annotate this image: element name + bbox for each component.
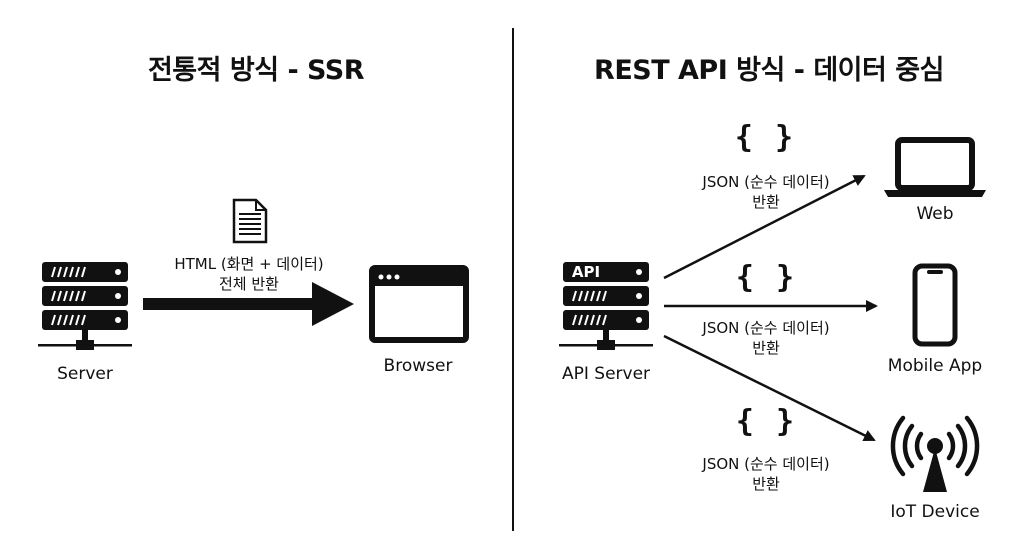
json-arrows — [663, 174, 878, 442]
caption-line-1: JSON (순수 데이터) — [702, 319, 830, 337]
html-response-caption: HTML (화면 + 데이터) 전체 반환 — [174, 254, 323, 294]
browser-window-icon — [369, 265, 469, 343]
client-label-mobile: Mobile App — [887, 356, 983, 376]
json-braces-icon: { } — [734, 120, 796, 155]
server-icon — [38, 262, 132, 350]
right-title: REST API 방식 - 데이터 중심 — [594, 55, 944, 86]
browser-label: Browser — [383, 356, 453, 376]
smartphone-icon — [912, 263, 958, 347]
html-response-arrow — [143, 282, 354, 326]
json-braces-icon: { } — [735, 404, 797, 439]
json-caption-iot: JSON (순수 데이터) 반환 — [702, 454, 829, 494]
broadcast-tower-icon — [890, 415, 980, 492]
laptop-icon — [884, 137, 986, 197]
client-label-iot: IoT Device — [890, 502, 980, 522]
center-divider — [512, 28, 514, 531]
client-label-web: Web — [916, 204, 954, 224]
api-badge: API — [571, 263, 601, 281]
left-title: 전통적 방식 - SSR — [147, 55, 365, 86]
caption-line-1: JSON (순수 데이터) — [702, 455, 830, 473]
caption-line-2: 반환 — [752, 475, 780, 493]
caption-line-2: 반환 — [752, 193, 780, 211]
api-server-label: API Server — [561, 364, 651, 384]
arrow-to-iot — [663, 334, 876, 442]
caption-line-2: 전체 반환 — [219, 275, 279, 293]
arrow-to-web — [663, 174, 866, 280]
json-caption-mobile: JSON (순수 데이터) 반환 — [702, 318, 829, 358]
json-braces-icon: { } — [735, 260, 797, 295]
json-caption-web: JSON (순수 데이터) 반환 — [702, 172, 829, 212]
caption-line-2: 반환 — [752, 339, 780, 357]
caption-line-1: JSON (순수 데이터) — [702, 173, 830, 191]
document-icon — [232, 198, 268, 244]
server-label: Server — [57, 364, 113, 384]
api-server-icon — [559, 262, 653, 350]
caption-line-1: HTML (화면 + 데이터) — [174, 255, 324, 273]
